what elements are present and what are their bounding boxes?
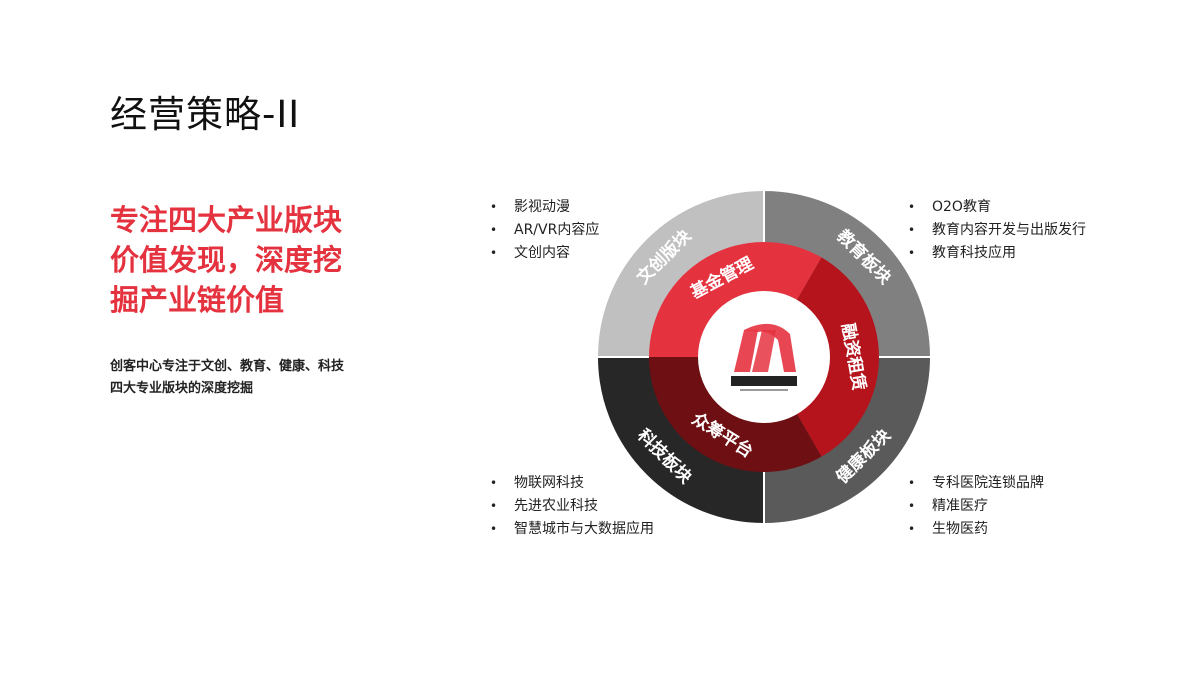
subtitle-line: 四大专业版块的深度挖掘 [110,381,254,396]
logo-wordmark [731,376,797,386]
logo-english-line [740,389,788,391]
list-item: 物联网科技 [490,472,654,495]
list-item: O2O教育 [908,196,1086,219]
education-list: O2O教育 教育内容开发与出版发行 教育科技应用 [908,196,1086,265]
headline-line: 专注四大产业版块 [110,203,343,237]
culture-list: 影视动漫 AR/VR内容应 文创内容 [490,196,599,265]
slide-title: 经营策略-II [110,93,301,136]
list-item: 教育内容开发与出版发行 [908,219,1086,242]
list-item: 精准医疗 [908,495,1044,518]
list-item: 生物医药 [908,518,1044,541]
list-item: 先进农业科技 [490,495,654,518]
subtitle-line: 创客中心专注于文创、教育、健康、科技 [110,359,345,374]
headline-line: 价值发现，深度挖 [110,243,343,277]
list-item: AR/VR内容应 [490,219,599,242]
logo-m-icon [734,323,796,372]
list-item: 文创内容 [490,242,599,265]
subtitle: 创客中心专注于文创、教育、健康、科技 四大专业版块的深度挖掘 [110,356,410,400]
list-item: 智慧城市与大数据应用 [490,518,654,541]
headline: 专注四大产业版块 价值发现，深度挖 掘产业链价值 [110,200,410,320]
center-logo [731,323,797,391]
list-item: 影视动漫 [490,196,599,219]
technology-list: 物联网科技 先进农业科技 智慧城市与大数据应用 [490,472,654,541]
list-item: 专科医院连锁品牌 [908,472,1044,495]
health-list: 专科医院连锁品牌 精准医疗 生物医药 [908,472,1044,541]
list-item: 教育科技应用 [908,242,1086,265]
headline-line: 掘产业链价值 [110,283,285,317]
segment-financial-leasing [794,257,879,457]
